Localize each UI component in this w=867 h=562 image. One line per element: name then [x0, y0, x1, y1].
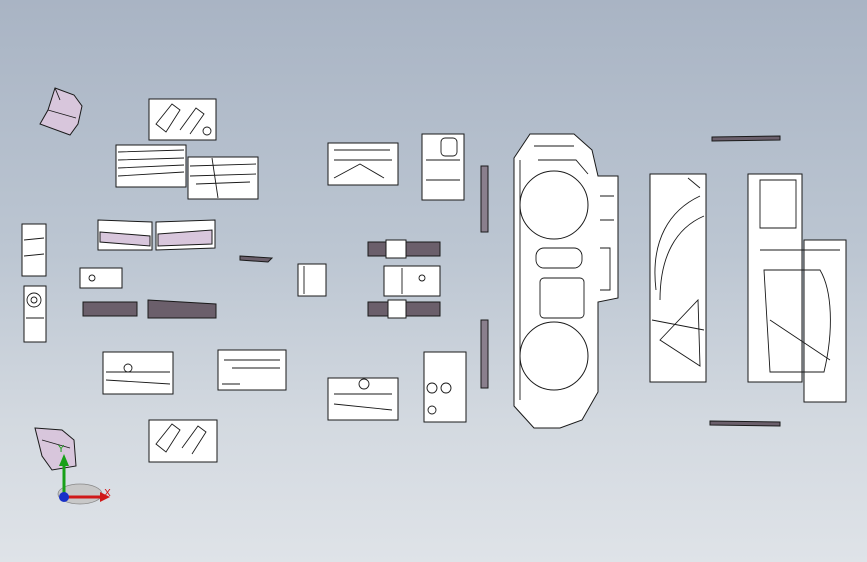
rod-lower[interactable] [480, 319, 489, 389]
dark-part-mid-1[interactable] [367, 239, 441, 259]
block-b-ribbed[interactable] [115, 144, 187, 188]
block-c-ribbed[interactable] [187, 156, 259, 200]
small-plate-left-2[interactable] [23, 285, 47, 343]
small-tab-part[interactable] [79, 267, 123, 289]
curved-shell-part-top[interactable] [39, 87, 83, 136]
block-j-top[interactable] [421, 133, 465, 201]
main-base-plate[interactable] [513, 133, 619, 429]
ribbed-panel-right[interactable] [747, 173, 847, 403]
block-l-bottom[interactable] [423, 351, 467, 423]
wedge-part-left[interactable] [97, 219, 153, 251]
y-axis-label: Y [57, 444, 65, 455]
block-f-bottom[interactable] [148, 419, 218, 463]
block-d-lower[interactable] [102, 351, 174, 395]
thin-sliver-part[interactable] [239, 255, 274, 263]
block-a-top[interactable] [148, 98, 217, 141]
ribbed-panel-left[interactable] [649, 173, 707, 383]
block-h-center-mid[interactable] [297, 263, 327, 297]
small-plate-left-1[interactable] [21, 223, 47, 277]
coordinate-triad: X Y [57, 444, 111, 505]
thin-strip-top[interactable] [711, 135, 781, 142]
block-i-center-bottom[interactable] [327, 377, 399, 421]
dark-bar-left[interactable] [82, 301, 138, 317]
z-axis-origin-dot [59, 492, 69, 502]
thin-strip-bottom[interactable] [709, 420, 781, 427]
block-g-center-top[interactable] [327, 142, 399, 186]
block-k-mid[interactable] [383, 265, 441, 297]
dark-part-mid-2[interactable] [367, 299, 441, 319]
block-e-lower[interactable] [217, 349, 287, 391]
rod-upper[interactable] [480, 165, 489, 233]
x-axis-label: X [104, 488, 111, 499]
curved-shell-part-bottom[interactable] [34, 427, 77, 471]
dark-bar-right[interactable] [147, 299, 217, 319]
wedge-part-right[interactable] [155, 219, 216, 251]
